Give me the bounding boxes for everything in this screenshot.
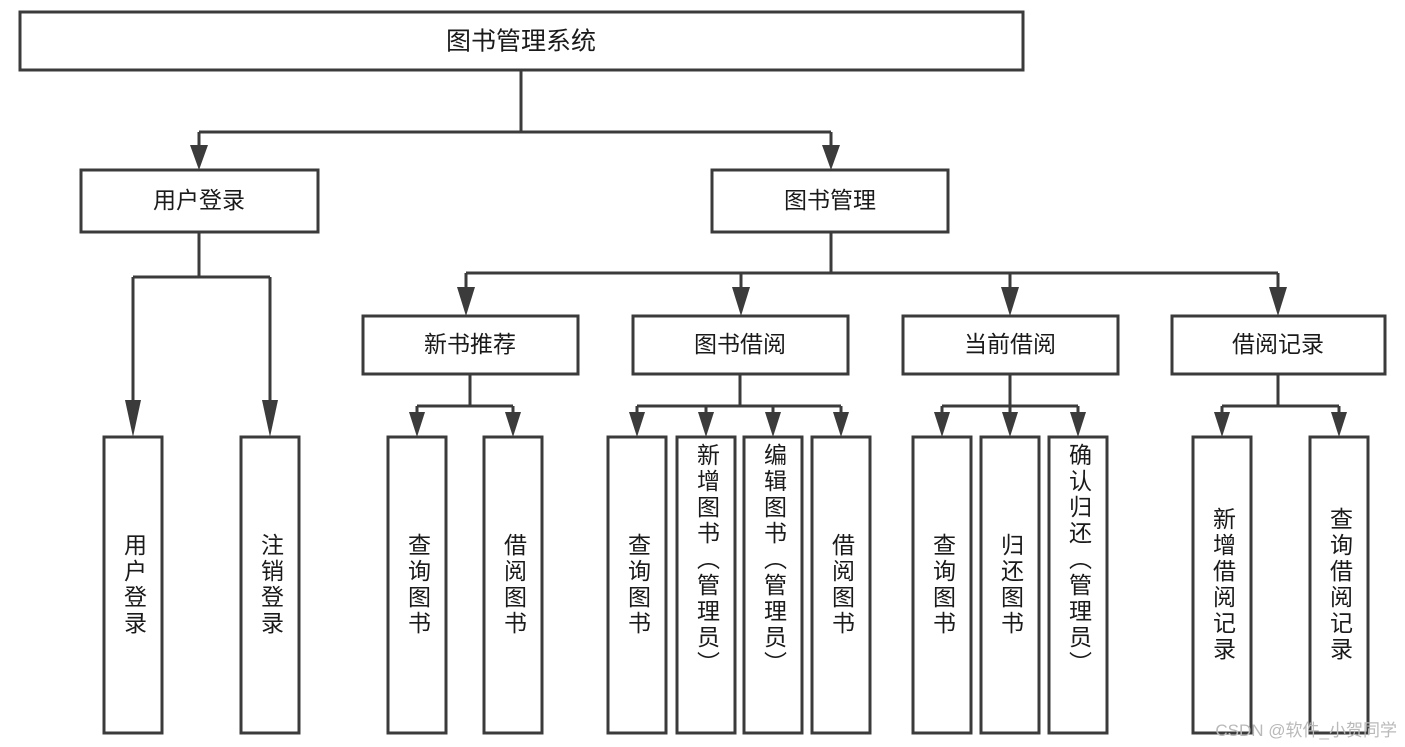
arrowhead-borrowrecord-leaf-1 [1214,412,1230,437]
arrowhead-currentborrow-leaf-1 [934,412,950,437]
node-root-label: 图书管理系统 [446,28,596,56]
arrowhead-current-borrow [1001,287,1019,316]
node-current-borrow-box[interactable] [901,314,1120,376]
leaf-box-record-add[interactable] [1191,435,1253,735]
node-book-manage[interactable]: 图书管理 [710,168,950,234]
node-borrow-record-label: 借阅记录 [1232,331,1324,357]
leaf-box-current-confirm[interactable] [1047,435,1109,735]
arrowhead-borrowrecord-leaf-2 [1331,412,1347,437]
arrowhead-currentborrow-leaf-3 [1070,412,1086,437]
leaf-box-layer [102,435,1370,735]
arrowhead-leaf-logout [262,400,278,437]
node-book-manage-box[interactable] [710,168,950,234]
leaf-box-bookborrow-lend[interactable] [810,435,872,735]
node-new-book-box[interactable] [361,314,580,376]
leaf-box-record-query[interactable] [1308,435,1370,735]
node-book-borrow-label: 图书借阅 [694,331,786,357]
node-new-book[interactable]: 新书推荐 [361,314,580,376]
connector-newbook-to-leaves [415,374,515,415]
connector-layer [125,70,1347,437]
node-new-book-label: 新书推荐 [424,331,516,357]
arrowhead-bookborrow-leaf-1 [629,412,645,437]
arrowhead-leaf-user-login [125,400,141,437]
arrowhead-currentborrow-leaf-2 [1002,412,1018,437]
node-current-borrow[interactable]: 当前借阅 [901,314,1120,376]
arrowhead-book-manage [822,145,840,170]
node-borrow-record-box[interactable] [1170,314,1387,376]
leaf-box-logout[interactable] [239,435,301,735]
arrowhead-bookborrow-leaf-4 [833,412,849,437]
leaf-box-current-return[interactable] [979,435,1041,735]
arrowhead-newbook-leaf-1 [409,412,425,437]
leaf-box-newbook-query[interactable] [386,435,448,735]
node-book-manage-label: 图书管理 [784,187,876,213]
node-borrow-record[interactable]: 借阅记录 [1170,314,1387,376]
arrowhead-new-book [457,287,475,316]
arrowhead-bookborrow-leaf-2 [698,412,714,437]
node-user-login-label: 用户登录 [153,187,245,213]
connector-userlogin-to-leaves [131,232,272,400]
connector-bookborrow-to-leaves [635,374,843,415]
node-current-borrow-label: 当前借阅 [964,331,1056,357]
leaf-box-bookborrow-add[interactable] [675,435,737,735]
connector-currentborrow-to-leaves [940,374,1080,415]
node-root[interactable]: 图书管理系统 [18,10,1025,72]
arrowhead-newbook-leaf-2 [505,412,521,437]
node-user-login[interactable]: 用户登录 [79,168,320,234]
leaf-box-current-query[interactable] [911,435,973,735]
arrowhead-user-login [190,145,208,170]
leaf-box-user-login[interactable] [102,435,164,735]
node-book-borrow-box[interactable] [631,314,850,376]
arrowhead-bookborrow-leaf-3 [765,412,781,437]
connector-bookmanage-to-level2 [464,232,1280,288]
arrowhead-book-borrow [732,287,750,316]
arrowhead-borrow-record [1269,287,1287,316]
connector-borrowrecord-to-leaves [1220,374,1341,415]
node-user-login-box[interactable] [79,168,320,234]
connector-root-to-level1 [197,70,833,148]
node-root-box[interactable] [18,10,1025,72]
leaf-box-newbook-borrow[interactable] [482,435,544,735]
leaf-box-bookborrow-query[interactable] [606,435,668,735]
node-book-borrow[interactable]: 图书借阅 [631,314,850,376]
leaf-box-bookborrow-edit[interactable] [742,435,804,735]
